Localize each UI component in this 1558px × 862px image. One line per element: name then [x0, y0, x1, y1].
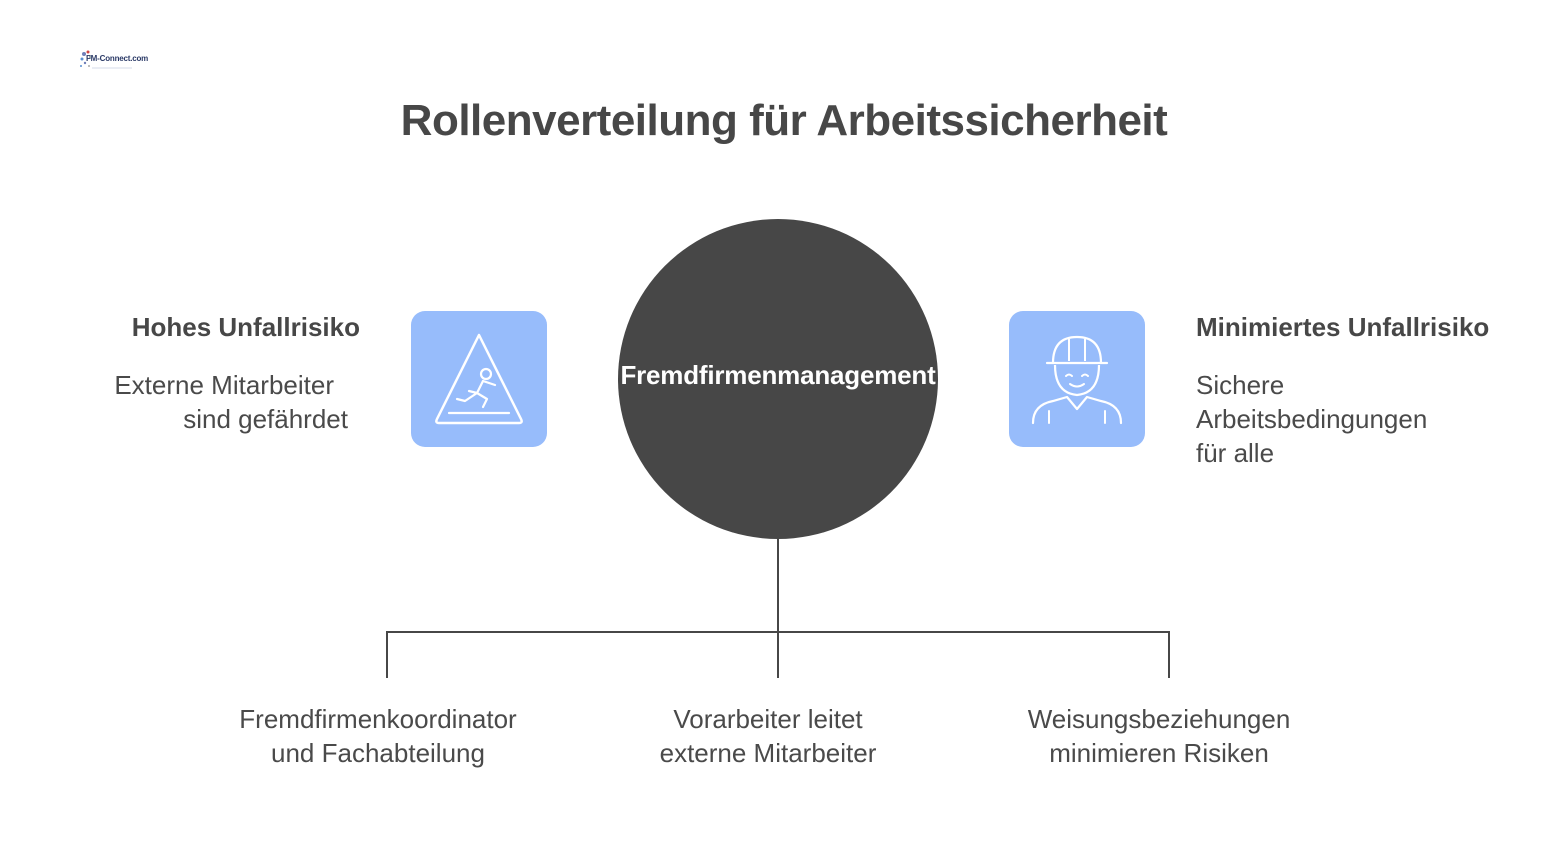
logo — [78, 48, 134, 76]
center-circle: Fremdfirmenmanagement — [618, 219, 938, 539]
construction-worker-icon — [1031, 335, 1123, 425]
left-text-line-2: sind gefährdet — [183, 404, 348, 434]
slippery-floor-warning-icon — [435, 333, 523, 425]
left-text-line-1: Externe Mitarbeiter — [114, 370, 334, 400]
bottom-label-2-line-2: externe Mitarbeiter — [659, 738, 877, 768]
bottom-label-3-line-2: minimieren Risiken — [1049, 738, 1269, 768]
bottom-label-3-line-1: Weisungsbeziehungen — [1027, 704, 1291, 734]
bottom-label-3: Weisungsbeziehungen minimieren Risiken — [986, 702, 1332, 770]
page-title: Rollenverteilung für Arbeitssicherheit — [400, 96, 1168, 145]
right-heading: Minimiertes Unfallrisiko — [1196, 312, 1490, 342]
logo-text: FM-Connect.com — [86, 54, 149, 63]
right-text-line-1: Sichere — [1196, 370, 1285, 400]
right-icon-box — [1009, 311, 1145, 447]
bottom-label-2-line-1: Vorarbeiter leitet — [673, 704, 863, 734]
bottom-label-1-line-2: und Fachabteilung — [271, 738, 485, 768]
center-label: Fremdfirmenmanagement — [620, 360, 936, 390]
left-icon-box — [411, 311, 547, 447]
right-text-line-2: Arbeitsbedingungen — [1196, 404, 1428, 434]
bottom-label-1-line-1: Fremdfirmenkoordinator — [239, 704, 517, 734]
bottom-label-1: Fremdfirmenkoordinator und Fachabteilung — [200, 702, 556, 770]
right-text-line-3: für alle — [1196, 438, 1275, 468]
left-heading: Hohes Unfallrisiko — [131, 312, 360, 342]
logo-mark-icon — [80, 50, 132, 69]
bottom-label-2: Vorarbeiter leitet externe Mitarbeiter — [598, 702, 938, 770]
right-text: Sichere Arbeitsbedingungen für alle — [1196, 368, 1526, 470]
